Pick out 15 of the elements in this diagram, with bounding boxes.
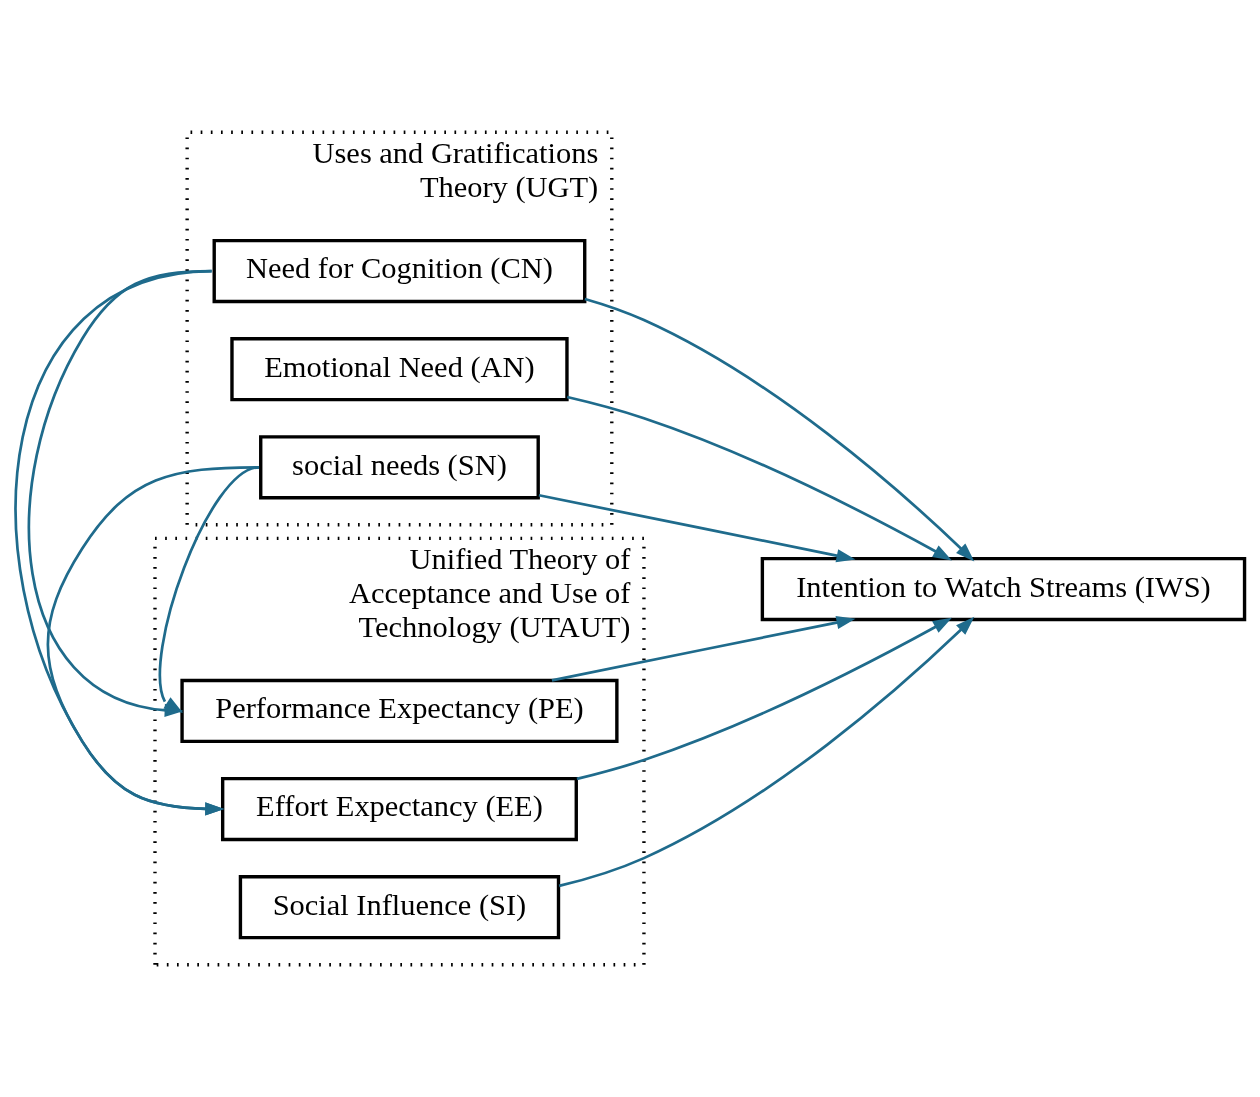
arrow bbox=[46, 465, 260, 816]
arrow bbox=[538, 493, 856, 563]
node-box: Social Influence (SI) bbox=[238, 875, 561, 940]
arrow bbox=[576, 617, 952, 781]
node-box: social needs (SN) bbox=[259, 435, 540, 500]
arrow bbox=[558, 616, 975, 888]
node-box: Performance Expectancy (PE) bbox=[180, 678, 619, 744]
node-box: Need for Cognition (CN) bbox=[212, 238, 587, 304]
arrow bbox=[566, 395, 952, 561]
node-box: Effort Expectancy (EE) bbox=[221, 776, 578, 842]
arrow bbox=[584, 297, 975, 562]
arrow bbox=[14, 269, 225, 816]
node-box: Intention to Watch Streams (IWS) bbox=[760, 556, 1247, 622]
node-box: Emotional Need (AN) bbox=[230, 337, 569, 402]
arrow bbox=[551, 616, 856, 682]
